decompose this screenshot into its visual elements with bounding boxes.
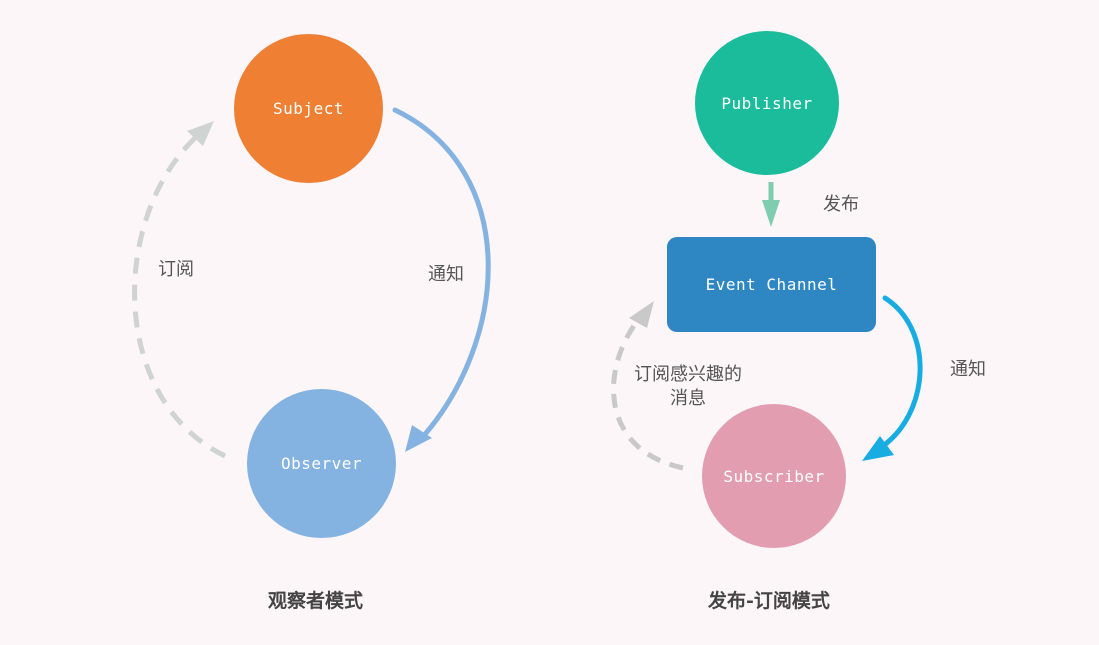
pubsub-subscribe-arrow-head — [629, 301, 654, 328]
pubsub-pattern-caption: 发布-订阅模式 — [708, 590, 830, 612]
pubsub-subscribe-arrow-line — [611, 318, 684, 471]
subject-label: Subject — [273, 99, 344, 118]
pubsub-subscribe-label-line2: 消息 — [670, 388, 706, 409]
publisher-node: Publisher — [695, 31, 839, 175]
observer-notify-label: 通知 — [428, 264, 464, 285]
observer-label: Observer — [280, 454, 363, 473]
pubsub-publish-label: 发布 — [823, 194, 859, 215]
event-channel-label: Event Channel — [705, 275, 838, 294]
observer-notify-arrow-head — [405, 425, 432, 452]
pubsub-publish-arrow-head — [762, 200, 780, 227]
observer-notify-arrow-line — [392, 107, 491, 443]
subject-node: Subject — [234, 34, 383, 183]
publisher-label: Publisher — [721, 93, 813, 113]
event-channel-node: Event Channel — [667, 237, 876, 332]
observer-node: Observer — [247, 389, 396, 538]
pubsub-subscribe-label-line1: 订阅感兴趣的 — [634, 364, 742, 385]
observer-subscribe-label: 订阅 — [158, 259, 194, 280]
subscriber-node: Subscriber — [702, 404, 846, 548]
pubsub-notify-arrow-line — [877, 295, 923, 451]
observer-subscribe-arrow-line — [132, 136, 227, 459]
subscriber-label: Subscriber — [723, 466, 825, 486]
pubsub-notify-label: 通知 — [950, 359, 986, 380]
pubsub-notify-arrow-head — [862, 436, 894, 461]
observer-subscribe-arrow-head — [187, 121, 214, 146]
pubsub-subscribe-label: 订阅感兴趣的 消息 — [624, 363, 752, 411]
observer-pattern-caption: 观察者模式 — [268, 590, 364, 612]
